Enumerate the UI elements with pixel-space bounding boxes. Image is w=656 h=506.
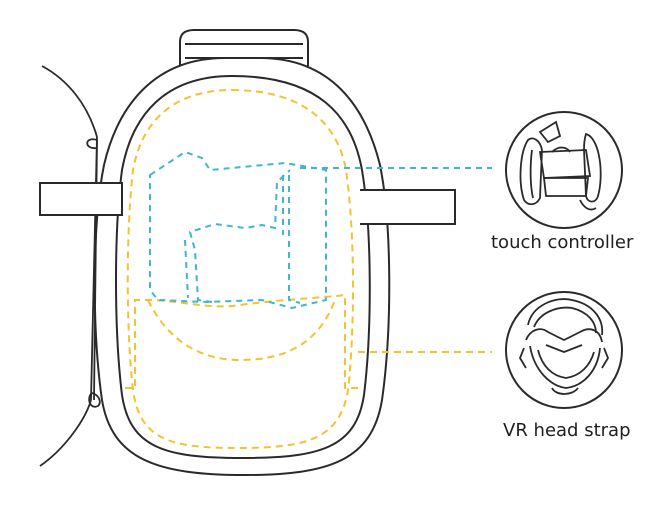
right-side-tab xyxy=(360,189,456,225)
headset-compartment xyxy=(125,88,492,450)
touch-controller-icon xyxy=(505,111,623,229)
vr-head-strap-icon xyxy=(505,291,623,409)
backpack-inner-panel xyxy=(115,74,371,460)
left-side-tab xyxy=(39,182,123,216)
shoulder-strap xyxy=(39,65,101,467)
touch-controller-label: touch controller xyxy=(491,232,634,253)
controller-compartment xyxy=(149,150,492,310)
vr-head-strap-label: VR head strap xyxy=(503,420,631,441)
backpack-body xyxy=(93,57,391,477)
